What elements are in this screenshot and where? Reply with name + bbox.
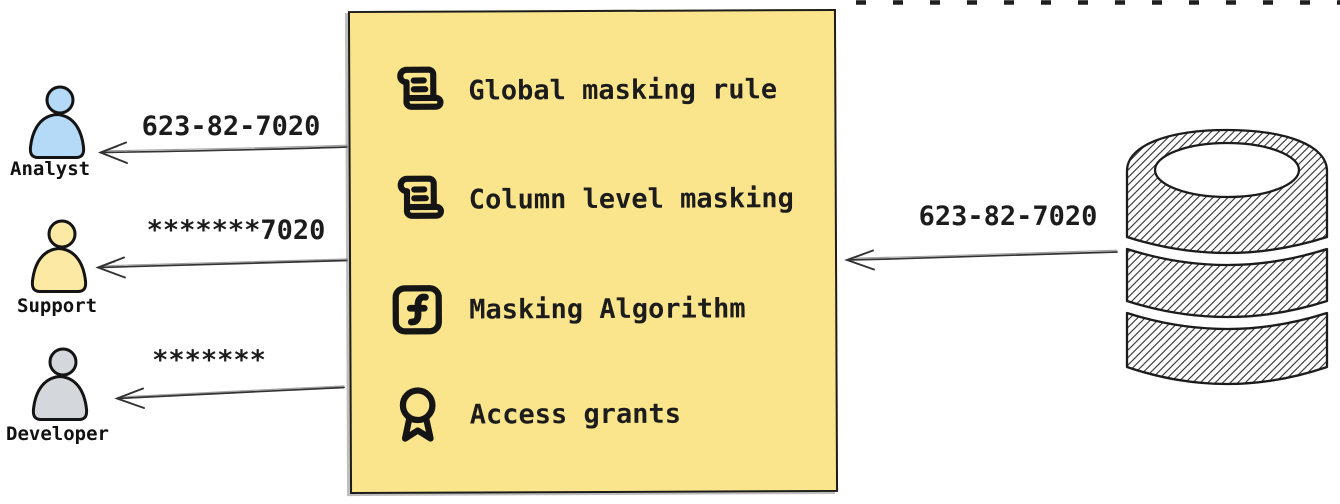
scroll-icon [386,60,446,122]
persona-label-analyst: Analyst [10,158,91,180]
masking-box-item-label: Column level masking [468,182,794,216]
arrow-to-analyst [97,141,348,164]
value-label-developer: ******* [152,345,266,376]
masking-box-item: Column level masking [387,166,794,232]
value-label-analyst: 623-82-7020 [141,111,321,142]
database-icon [1125,128,1329,386]
award-icon [388,384,448,446]
user-icon [30,219,88,293]
function-icon [387,279,447,341]
persona-label-support: Support [17,295,98,317]
masking-rules-box: Global masking rule Column level masking [347,8,839,495]
masking-box-item: Masking Algorithm [387,276,746,342]
masking-box-item-label: Access grants [469,398,682,431]
value-label-database: 623-82-7020 [918,201,1098,232]
arrow-to-developer [114,385,345,409]
masking-box-item-label: Global masking rule [468,73,778,107]
persona-label-developer: Developer [6,423,109,445]
masking-box-item: Global masking rule [386,57,777,123]
user-icon [31,347,89,421]
value-label-support: *******7020 [146,215,326,246]
arrow-db-to-box [844,249,1118,271]
arrow-to-support [95,256,348,279]
scroll-icon [387,169,447,231]
masking-box-item: Access grants [388,382,682,447]
user-icon [28,85,86,159]
masking-box-item-label: Masking Algorithm [469,292,746,326]
